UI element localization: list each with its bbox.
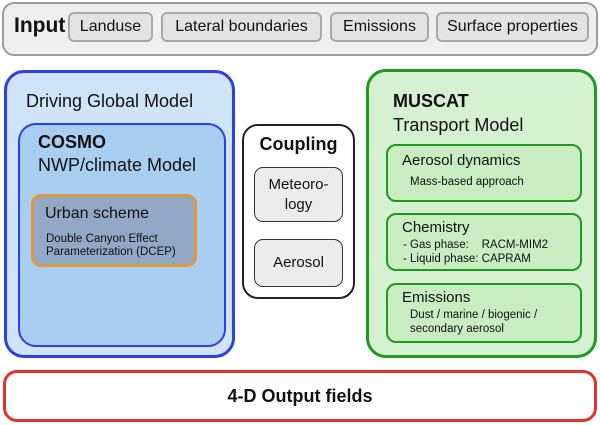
- coupling-meteorology-line-2: logy: [284, 195, 313, 213]
- urban-scheme-box: [31, 194, 197, 267]
- coupling-meteorology-box: Meteoro- logy: [254, 167, 343, 222]
- cosmo-subtitle: NWP/climate Model: [38, 155, 197, 175]
- input-item-landuse: Landuse: [68, 12, 153, 42]
- input-item-emissions: Emissions: [330, 12, 429, 42]
- aerosol-dynamics-title: Aerosol dynamics: [402, 152, 521, 169]
- urban-scheme-line-1: Double Canyon Effect: [46, 233, 158, 245]
- coupling-aerosol-label: Aerosol: [273, 254, 324, 271]
- output-fields-box: 4-D Output fields: [3, 370, 597, 422]
- muscat-subtitle: Transport Model: [393, 115, 524, 135]
- emissions-line-2: secondary aerosol: [410, 323, 504, 335]
- coupling-meteorology-line-1: Meteoro-: [268, 175, 329, 193]
- urban-scheme-line-2: Parameterization (DCEP): [46, 246, 176, 258]
- coupling-aerosol-box: Aerosol: [254, 239, 343, 287]
- urban-scheme-title: Urban scheme: [45, 205, 150, 222]
- input-title: Input: [14, 14, 66, 37]
- cosmo-title: COSMO: [38, 132, 107, 152]
- chemistry-box: [386, 213, 582, 271]
- aerosol-dynamics-box: [386, 144, 582, 202]
- chemistry-line-2: - Liquid phase: CAPRAM: [403, 253, 531, 265]
- coupling-title: Coupling: [259, 134, 338, 154]
- output-fields-title: 4-D Output fields: [227, 385, 373, 406]
- emissions-title: Emissions: [402, 289, 471, 306]
- aerosol-dynamics-text: Mass-based approach: [410, 176, 524, 188]
- input-item-surface-properties: Surface properties: [436, 12, 589, 42]
- muscat-title: MUSCAT: [393, 91, 469, 111]
- emissions-box: [386, 283, 582, 343]
- driving-global-model-title: Driving Global Model: [26, 91, 194, 111]
- input-item-lateral-boundaries: Lateral boundaries: [161, 12, 322, 42]
- chemistry-title: Chemistry: [402, 219, 470, 236]
- chemistry-line-1: - Gas phase: RACM-MIM2: [403, 239, 549, 251]
- emissions-line-1: Dust / marine / biogenic /: [410, 309, 538, 321]
